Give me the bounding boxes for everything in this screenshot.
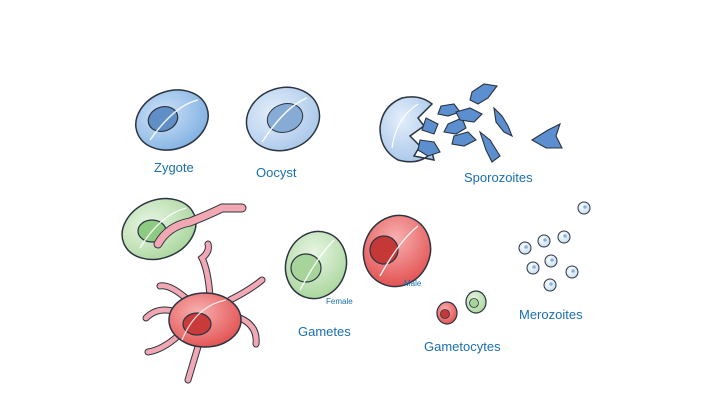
male-gamete bbox=[362, 214, 432, 288]
infected-red-cell-tentacled bbox=[142, 240, 266, 384]
merozoite-nuclei bbox=[524, 205, 587, 286]
oocyst-cell bbox=[245, 86, 321, 152]
female-gamete bbox=[284, 230, 348, 300]
gametocyte-male bbox=[436, 301, 458, 325]
label-merozoites: Merozoites bbox=[519, 307, 583, 322]
label-zygote: Zygote bbox=[154, 160, 194, 175]
label-gametocytes: Gametocytes bbox=[424, 339, 501, 354]
sporozoites bbox=[417, 83, 563, 163]
label-gametes: Gametes bbox=[298, 324, 351, 339]
merozoites bbox=[518, 201, 591, 292]
label-male: Male bbox=[404, 279, 422, 288]
zygote-cell bbox=[135, 89, 209, 151]
label-oocyst: Oocyst bbox=[256, 165, 297, 180]
gametocyte-female bbox=[465, 290, 487, 314]
infected-cell-with-tendril bbox=[121, 197, 247, 261]
label-sporozoites: Sporozoites bbox=[464, 170, 533, 185]
label-female: Female bbox=[326, 297, 353, 306]
